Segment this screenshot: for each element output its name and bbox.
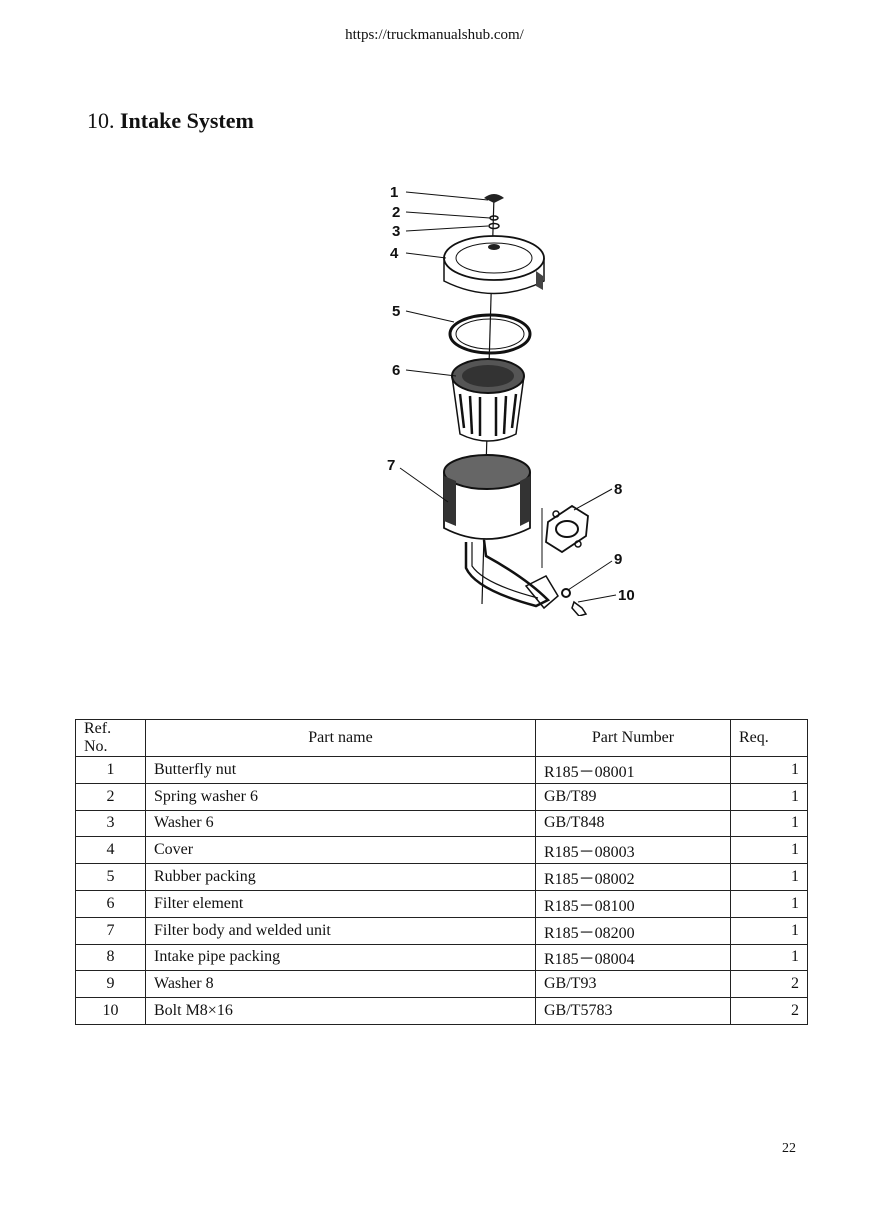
row-part-name: Intake pipe packing	[145, 943, 536, 972]
table-row: 6 Filter element R185－08100 1	[75, 889, 808, 918]
callout-3: 3	[392, 223, 400, 240]
row-part-number: R185－08200	[535, 916, 731, 945]
callout-8: 8	[614, 481, 622, 498]
intake-system-exploded-diagram: 1 2 3 4 5 6 7 8 9 10	[387, 184, 635, 616]
callout-1: 1	[390, 184, 398, 201]
row-part-number: GB/T5783	[535, 997, 731, 1025]
row-part-name: Rubber packing	[145, 863, 536, 891]
callout-4: 4	[390, 245, 399, 262]
row-ref: 1	[75, 756, 146, 784]
table-row: 8 Intake pipe packing R185－08004 1	[75, 943, 808, 972]
page-number: 22	[782, 1141, 796, 1156]
row-part-number: GB/T848	[535, 809, 731, 838]
row-part-name: Filter element	[145, 889, 536, 918]
row-part-name: Cover	[145, 836, 536, 865]
table-row: 10 Bolt M8×16 GB/T5783 2	[75, 997, 808, 1025]
source-url: https://truckmanualshub.com/	[345, 27, 524, 43]
table-header-row: Ref. No. Part name Part Number Req.	[75, 719, 808, 757]
row-ref: 9	[75, 970, 146, 999]
row-ref: 5	[75, 863, 146, 891]
header-part-name: Part name	[145, 719, 536, 757]
header-part-number: Part Number	[535, 719, 731, 757]
row-part-name: Washer 8	[145, 970, 536, 999]
row-req: 2	[730, 997, 808, 1025]
row-req: 2	[730, 970, 808, 999]
row-part-number: GB/T93	[535, 970, 731, 999]
row-ref: 6	[75, 889, 146, 918]
row-part-number: R185－08001	[535, 756, 731, 784]
spring-washer-part	[489, 215, 499, 221]
table-row: 7 Filter body and welded unit R185－08200…	[75, 916, 808, 945]
row-part-number: GB/T89	[535, 782, 731, 811]
section-title-text: Intake System	[120, 108, 254, 133]
row-req: 1	[730, 756, 808, 784]
filter-body-part	[443, 454, 559, 610]
header-req: Req.	[730, 719, 808, 757]
callout-6: 6	[392, 362, 400, 379]
callout-10: 10	[618, 587, 635, 604]
section-number: 10.	[87, 108, 115, 133]
filter-element-part	[451, 358, 525, 442]
row-req: 1	[730, 889, 808, 918]
row-ref: 10	[75, 997, 146, 1025]
row-req: 1	[730, 943, 808, 972]
row-part-name: Bolt M8×16	[145, 997, 536, 1025]
row-part-number: R185－08100	[535, 889, 731, 918]
row-ref: 4	[75, 836, 146, 865]
row-req: 1	[730, 863, 808, 891]
cover-part	[443, 235, 545, 295]
row-req: 1	[730, 809, 808, 838]
row-ref: 7	[75, 916, 146, 945]
row-part-name: Filter body and welded unit	[145, 916, 536, 945]
callout-5: 5	[392, 303, 400, 320]
washer-8-part	[561, 588, 571, 598]
row-ref: 3	[75, 809, 146, 838]
row-req: 1	[730, 916, 808, 945]
washer-part	[488, 222, 500, 230]
table-row: 2 Spring washer 6 GB/T89 1	[75, 782, 808, 811]
row-part-number: R185－08003	[535, 836, 731, 865]
header-ref-no: Ref. No.	[75, 719, 146, 757]
parts-table: Ref. No. Part name Part Number Req. 1 Bu…	[75, 719, 808, 1025]
row-ref: 8	[75, 943, 146, 972]
table-row: 4 Cover R185－08003 1	[75, 836, 808, 865]
rubber-packing-part	[448, 313, 532, 355]
callout-9: 9	[614, 551, 622, 568]
callout-2: 2	[392, 204, 400, 221]
section-title: 10. Intake System	[87, 108, 254, 134]
row-req: 1	[730, 836, 808, 865]
row-part-number: R185－08002	[535, 863, 731, 891]
table-row: 5 Rubber packing R185－08002 1	[75, 863, 808, 891]
table-row: 9 Washer 8 GB/T93 2	[75, 970, 808, 999]
row-part-name: Washer 6	[145, 809, 536, 838]
butterfly-nut-part	[484, 194, 504, 203]
row-part-number: R185－08004	[535, 943, 731, 972]
row-ref: 2	[75, 782, 146, 811]
row-part-name: Butterfly nut	[145, 756, 536, 784]
intake-pipe-packing-part	[545, 504, 589, 554]
table-row: 3 Washer 6 GB/T848 1	[75, 809, 808, 838]
table-row: 1 Butterfly nut R185－08001 1	[75, 756, 808, 784]
bolt-part	[571, 600, 588, 616]
row-req: 1	[730, 782, 808, 811]
row-part-name: Spring washer 6	[145, 782, 536, 811]
callout-7: 7	[387, 457, 395, 474]
